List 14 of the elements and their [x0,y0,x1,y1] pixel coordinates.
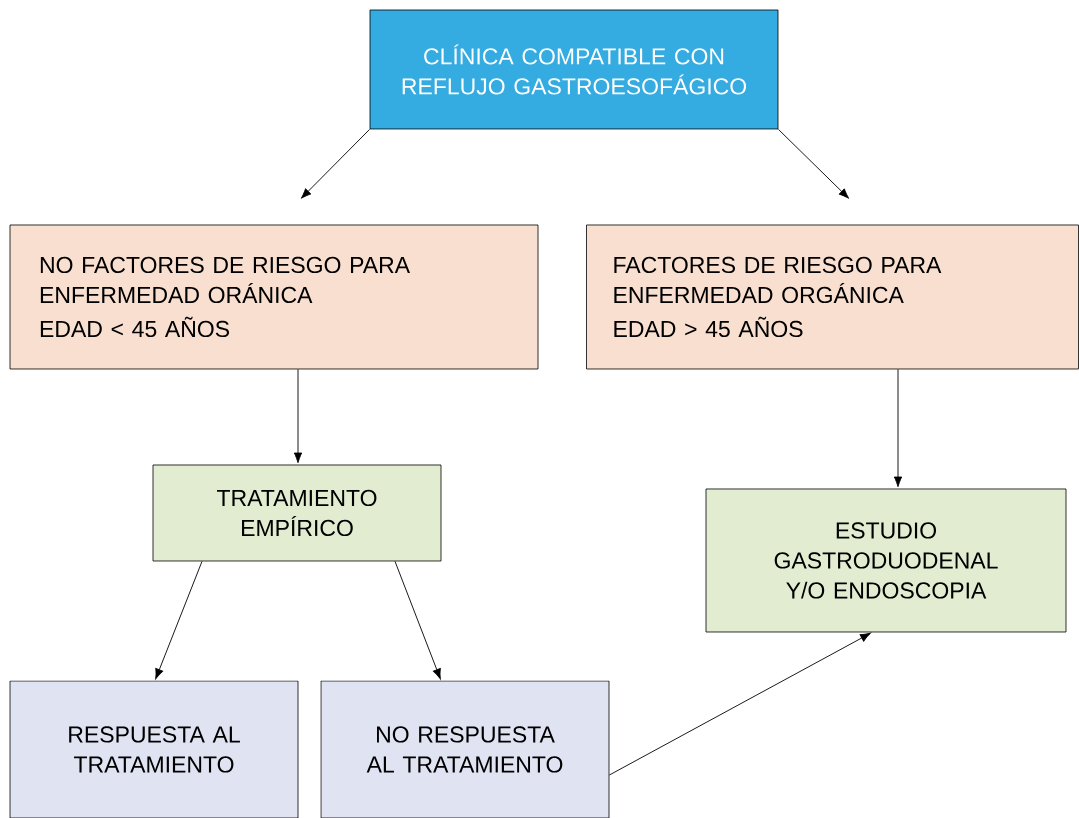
process-box: NO FACTORES DE RIESGO PARA ENFERMEDAD ORÁNICA EDAD < 45 AÑOS [9,224,539,370]
arrow [293,368,303,464]
arrow [893,368,903,488]
process-box: CLÍNICA COMPATIBLE CON REFLUJO GASTROESOFÁGICO [369,9,779,130]
arrow [300,128,371,199]
arrow [608,632,871,776]
process-box: ESTUDIO GASTRODUODENAL Y/O ENDOSCOPIA [705,488,1067,633]
arrow [777,128,850,199]
arrow [394,560,441,680]
arrow [155,560,203,680]
process-box: FACTORES DE RIESGO PARA ENFERMEDAD ORGÁNICA EDAD > 45 AÑOS [586,224,1079,370]
process-box: RESPUESTA AL TRATAMIENTO [9,680,299,818]
process-box: TRATAMIENTO EMPÍRICO [152,464,442,562]
process-box: NO RESPUESTA AL TRATAMIENTO [320,680,610,818]
